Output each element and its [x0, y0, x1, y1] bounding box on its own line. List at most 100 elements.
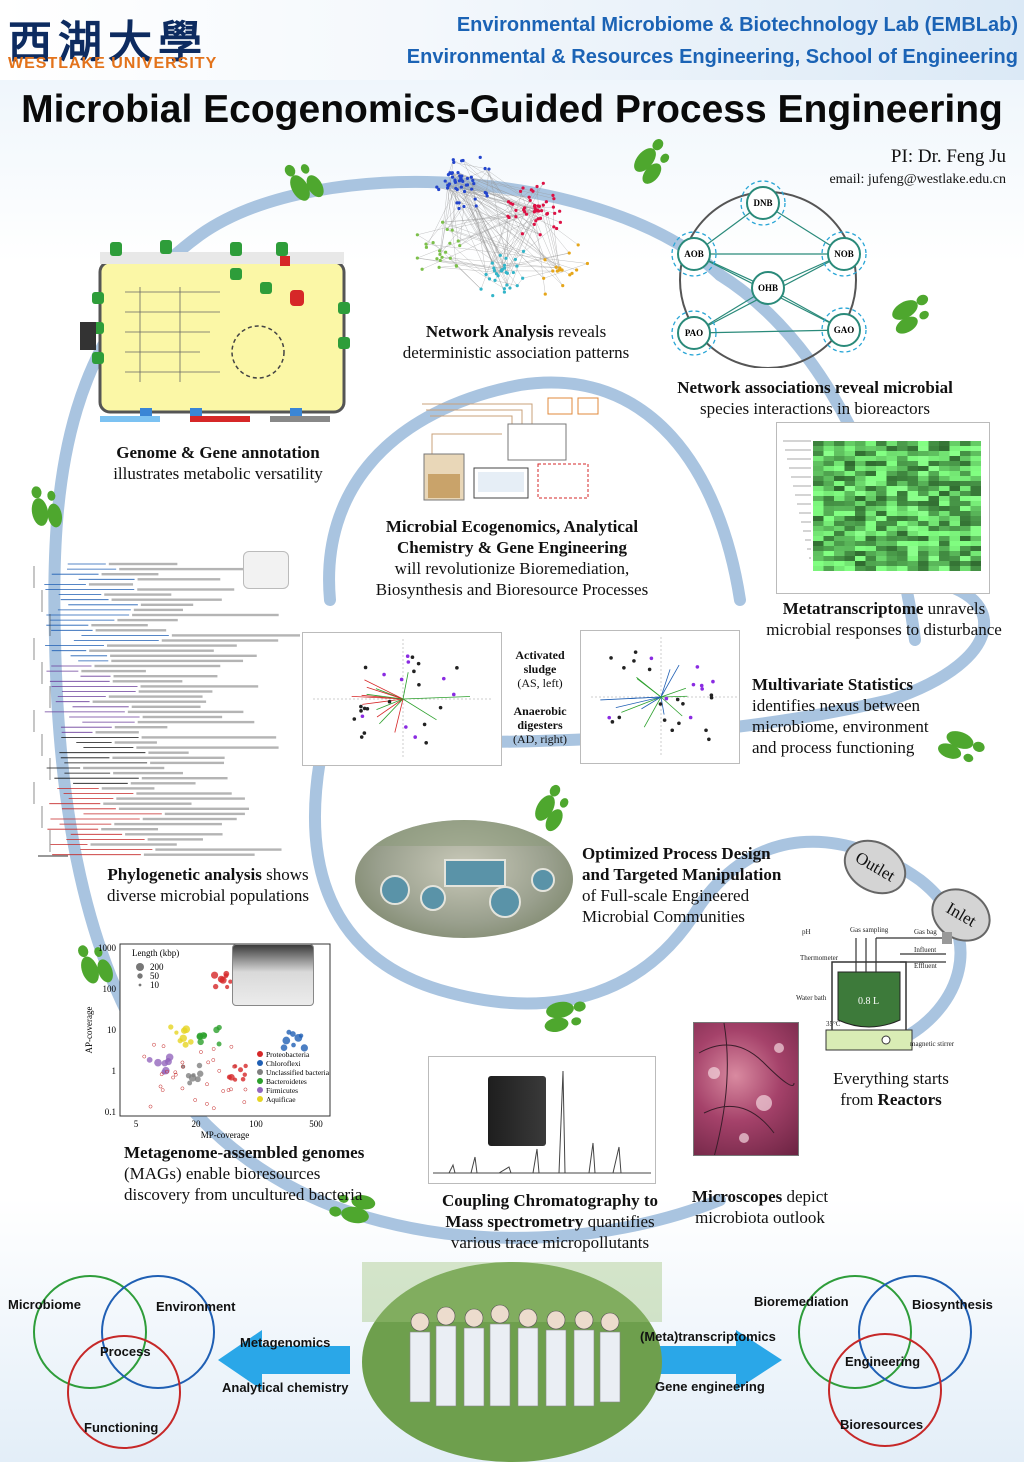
network-edge — [459, 206, 465, 246]
mags-bin-point — [286, 1029, 292, 1035]
network-node — [445, 227, 449, 232]
mags-bin-point — [290, 1031, 296, 1037]
heatmap-cell — [876, 461, 887, 466]
heatmap-cell — [813, 461, 824, 466]
heatmap-cell — [960, 531, 971, 536]
heatmap-cell — [855, 456, 866, 461]
network-node — [555, 226, 559, 231]
tree-leaf-label — [142, 715, 223, 719]
network-edge — [464, 191, 535, 225]
heatmap-cell — [844, 461, 855, 466]
dnb-label: DNB — [753, 198, 772, 208]
mags-minor-point — [173, 1070, 178, 1075]
heatmap-cell — [949, 521, 960, 526]
pca-sample-point — [695, 665, 700, 669]
heatmap-cell — [886, 526, 897, 531]
network-edge — [452, 177, 510, 218]
heatmap-cell — [823, 451, 834, 456]
heatmap-cell — [876, 561, 887, 566]
pca-anaerobic-digesters — [580, 630, 771, 764]
pca-sample-point — [360, 714, 365, 719]
header-band — [0, 0, 1024, 80]
heatmap-cell — [834, 441, 845, 446]
heatmap-cell — [823, 446, 834, 451]
mags-bin-point — [232, 1077, 238, 1082]
mags-phylum-legend-marker — [257, 1060, 263, 1066]
heatmap-cell — [865, 446, 876, 451]
heatmap-cell — [897, 556, 908, 561]
heatmap-cell — [823, 516, 834, 521]
pca-sample-point — [647, 667, 652, 672]
heatmap-cell — [960, 521, 971, 526]
mags-minor-point — [206, 1060, 211, 1065]
heatmap-cell — [970, 541, 981, 546]
heatmap-cell — [844, 471, 855, 476]
heatmap-cell — [970, 441, 981, 446]
tree-leaf-label — [164, 812, 245, 816]
mags-minor-point — [171, 1075, 175, 1080]
network-node — [483, 166, 487, 171]
heatmap-cell — [886, 521, 897, 526]
heatmap-cell — [949, 546, 960, 551]
pca-loading-vector — [660, 687, 687, 698]
network-edge — [442, 257, 502, 271]
heatmap-cell — [897, 466, 908, 471]
network-edge — [475, 198, 523, 234]
network-node — [585, 261, 590, 266]
network-edge — [541, 210, 558, 272]
pca-sample-point — [406, 660, 411, 664]
pca-loading-vector — [621, 696, 662, 713]
network-node — [504, 256, 508, 260]
network-node — [462, 189, 467, 194]
heatmap-cell — [876, 546, 887, 551]
heatmap-cell — [970, 456, 981, 461]
microbiome-circle — [33, 1275, 147, 1389]
network-node — [453, 179, 457, 183]
bioremediation-label: Bioremediation — [754, 1294, 849, 1309]
aob-node — [677, 237, 711, 271]
network-edge — [526, 183, 544, 215]
heatmap-cell — [907, 526, 918, 531]
network-edge — [475, 198, 563, 271]
biosynthesis-label: Biosynthesis — [912, 1297, 993, 1312]
heatmap-cell — [949, 511, 960, 516]
tree-leaf-label — [136, 746, 279, 749]
heatmap-cell — [855, 486, 866, 491]
network-edge — [553, 226, 560, 271]
university-logo-english: WESTLAKE UNIVERSITY — [8, 55, 218, 72]
mags-minor-point — [226, 1088, 231, 1092]
heatmap-cell — [970, 476, 981, 481]
tree-leaf-label — [147, 838, 203, 841]
heatmap-cell — [886, 476, 897, 481]
heatmap-cell — [834, 471, 845, 476]
network-edge — [553, 226, 579, 246]
heatmap-cell — [855, 441, 866, 446]
heatmap-cell — [855, 526, 866, 531]
metatranscriptome-heatmap — [776, 422, 990, 594]
heatmap-cell — [928, 481, 939, 486]
network-edge — [494, 280, 518, 286]
heatmap-cell — [844, 496, 855, 501]
mags-minor-point — [211, 1047, 216, 1051]
network-edge — [476, 205, 523, 279]
heatmap-cell — [949, 531, 960, 536]
mags-phylum-legend-label: Proteobacteria — [266, 1050, 310, 1059]
heatmap-cell — [897, 496, 908, 501]
network-node — [524, 212, 529, 216]
heatmap-cell — [918, 511, 929, 516]
pca-loading-vector — [364, 679, 404, 700]
tree-leaf-label — [116, 797, 245, 800]
heatmap-cell — [886, 551, 897, 556]
treatment-plant-photo — [355, 820, 573, 938]
reactor-stirrer-label: magnetic stirrer — [910, 1040, 955, 1048]
lab-name: Environmental Microbiome & Biotechnology… — [456, 14, 1018, 36]
network-edge — [456, 265, 482, 290]
heatmap-cell — [960, 461, 971, 466]
network-node — [576, 243, 580, 247]
heatmap-cell — [897, 546, 908, 551]
heatmap-cell — [939, 456, 950, 461]
heatmap-cell — [886, 456, 897, 461]
network-edge — [455, 188, 542, 211]
network-edge — [425, 168, 490, 245]
